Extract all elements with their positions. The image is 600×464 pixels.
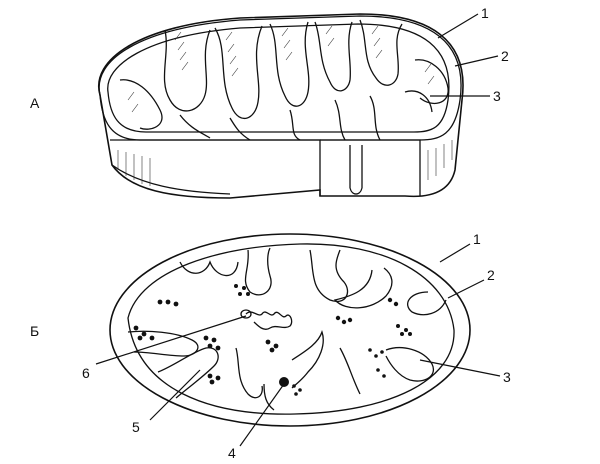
inner-membrane: [127, 243, 455, 415]
outer-membrane: [109, 233, 471, 427]
label-a-1: 1: [481, 5, 489, 21]
cut-slot: [349, 145, 363, 195]
section-label-a: А: [30, 95, 40, 111]
label-b-4: 4: [228, 445, 236, 461]
label-b-6: 6: [82, 365, 90, 381]
inner-membrane-rim: [107, 23, 450, 133]
leader-b-3: [419, 359, 501, 377]
dna-strand: [245, 311, 293, 330]
ribosomes: [133, 284, 412, 396]
lower-wall-line: [111, 164, 231, 195]
dna-loop: [240, 309, 252, 319]
label-b-5: 5: [132, 419, 140, 435]
cristae-3d: [119, 19, 449, 141]
label-b-1: 1: [473, 231, 481, 247]
shading-hatch-a: [117, 25, 453, 186]
section-label-b: Б: [30, 323, 39, 339]
label-a-2: 2: [501, 48, 509, 64]
leader-b-1: [439, 243, 471, 263]
leader-a-1: [437, 13, 479, 39]
leader-b-5: [149, 369, 201, 421]
cut-side-face: [320, 139, 421, 196]
label-b-2: 2: [487, 267, 495, 283]
outer-wall: [97, 13, 464, 199]
cristae-2d: [127, 247, 447, 411]
mitochondrion-cross-section: [95, 233, 501, 447]
leader-b-4: [239, 383, 285, 447]
leader-a-2: [454, 55, 499, 67]
label-a-3: 3: [493, 88, 501, 104]
leader-b-6: [95, 315, 247, 365]
label-b-3: 3: [503, 369, 511, 385]
large-granule: [279, 377, 289, 387]
mitochondrion-3d-cutaway: [97, 13, 499, 199]
leader-b-2: [447, 279, 485, 299]
